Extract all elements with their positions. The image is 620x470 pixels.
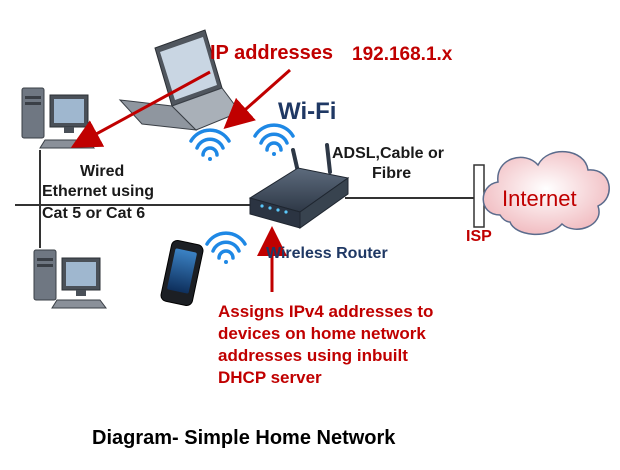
assigns-label-line2: devices on home network [218,324,426,343]
wireless-router-label: Wireless Router [266,245,388,262]
assigns-label-line4: DHCP server [218,368,322,387]
wired-label-line3: Cat 5 or Cat 6 [42,205,146,222]
assigns-label-line1: Assigns IPv4 addresses to [218,302,434,321]
desktop-pc-bottom-icon [33,249,107,309]
ip-range-label: 192.168.1.x [352,44,453,65]
wired-label-line2: Ethernet using [42,183,155,200]
arrow-to-pc [70,70,211,148]
ip-addresses-label: IP addresses [210,42,334,64]
isp-box [473,164,485,228]
arrow-to-laptop [223,68,291,129]
wifi-signal-icon-center [253,123,295,156]
isp-label: ISP [466,228,492,245]
adsl-label-line2: Fibre [372,165,412,182]
wired-label-line1: Wired [80,163,125,180]
internet-label: Internet [502,186,577,211]
internet-cloud-icon [482,151,610,236]
smartphone-icon [160,239,204,307]
desktop-pc-top-icon [21,87,95,149]
assigns-label-line3: addresses using inbuilt [218,346,408,365]
router-icon [248,143,350,229]
wifi-label: Wi-Fi [278,98,337,125]
wifi-signal-icon-phone [205,231,247,264]
laptop-icon [118,29,241,131]
wifi-signal-icon-laptop [189,128,231,161]
adsl-label-line1: ADSL,Cable or [332,145,445,162]
diagram-caption: Diagram- Simple Home Network [92,427,396,449]
